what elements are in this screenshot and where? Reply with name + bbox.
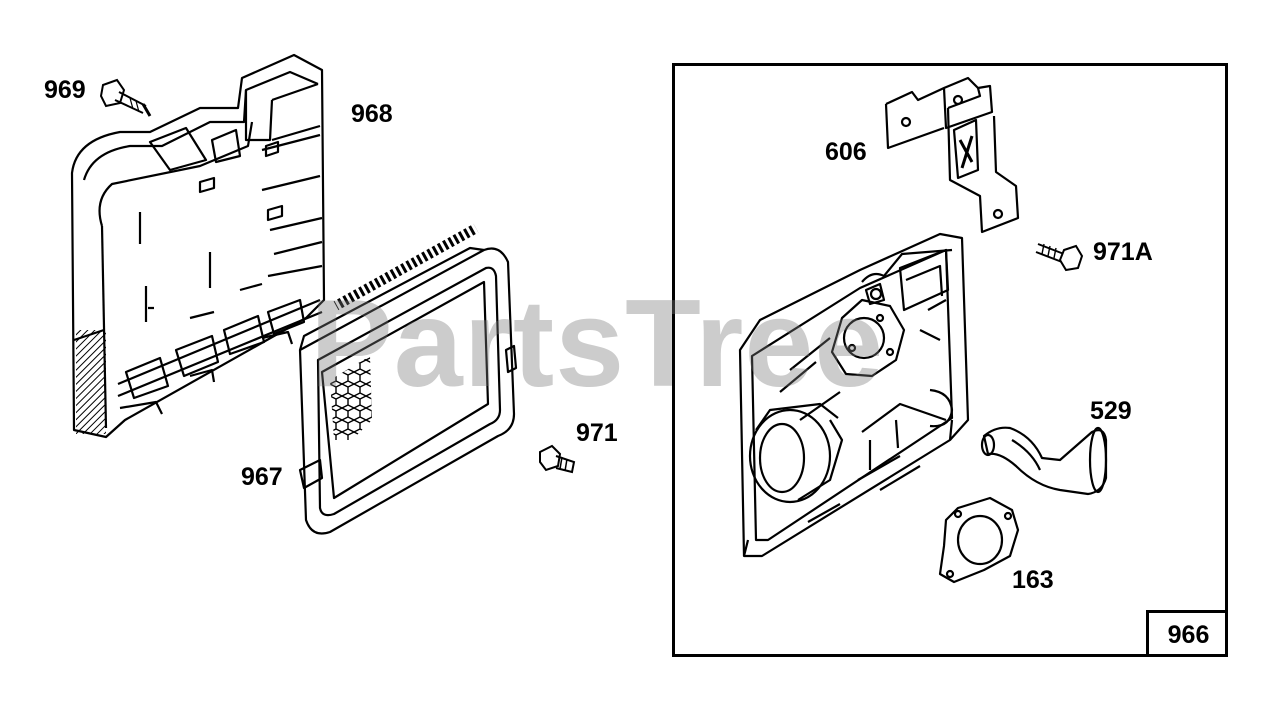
label-971a[interactable]: 971A — [1093, 238, 1153, 266]
bolt-971a-drawing[interactable] — [1035, 243, 1084, 272]
label-163[interactable]: 163 — [1012, 566, 1054, 594]
label-529[interactable]: 529 — [1090, 397, 1132, 425]
air-cleaner-base-968-drawing[interactable] — [70, 53, 326, 439]
kit-box — [672, 63, 1228, 657]
bolt-969-drawing[interactable] — [99, 78, 152, 117]
air-filter-967-drawing[interactable] — [298, 223, 518, 535]
label-606[interactable]: 606 — [825, 138, 867, 166]
gasket-163-drawing[interactable] — [938, 496, 1020, 584]
label-971[interactable]: 971 — [576, 419, 618, 447]
elbow-tube-529-drawing[interactable] — [980, 426, 1108, 496]
bracket-606-drawing[interactable] — [884, 76, 1020, 234]
label-968[interactable]: 968 — [351, 100, 393, 128]
label-969[interactable]: 969 — [44, 76, 86, 104]
kit-number-966[interactable]: 966 — [1146, 610, 1228, 657]
air-cleaner-body-966-drawing[interactable] — [738, 232, 970, 558]
label-967[interactable]: 967 — [241, 463, 283, 491]
screw-971-drawing[interactable] — [539, 444, 576, 474]
